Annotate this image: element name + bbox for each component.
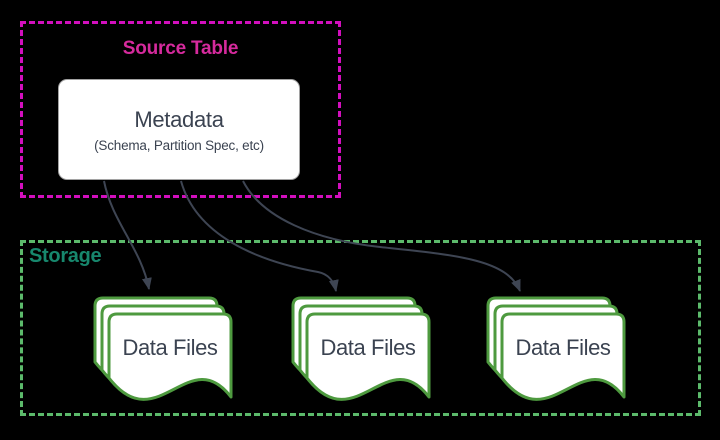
metadata-subtitle: (Schema, Partition Spec, etc) [94,137,264,153]
metadata-title: Metadata [134,106,224,132]
data-files-label: Data Files [515,335,611,360]
data-files-node-3: Data Files [486,296,636,416]
document-stack-icon [93,296,233,401]
source-table-container: Source Table Metadata (Schema, Partition… [20,21,341,198]
document-stack-icon [291,296,431,401]
source-table-label: Source Table [122,38,239,59]
data-files-label: Data Files [320,335,416,360]
storage-label: Storage [29,245,102,267]
data-files-node-2: Data Files [291,296,441,416]
metadata-node: Metadata (Schema, Partition Spec, etc) [58,79,300,180]
data-files-label: Data Files [122,335,218,360]
data-files-node-1: Data Files [93,296,243,416]
document-stack-icon [486,296,626,401]
